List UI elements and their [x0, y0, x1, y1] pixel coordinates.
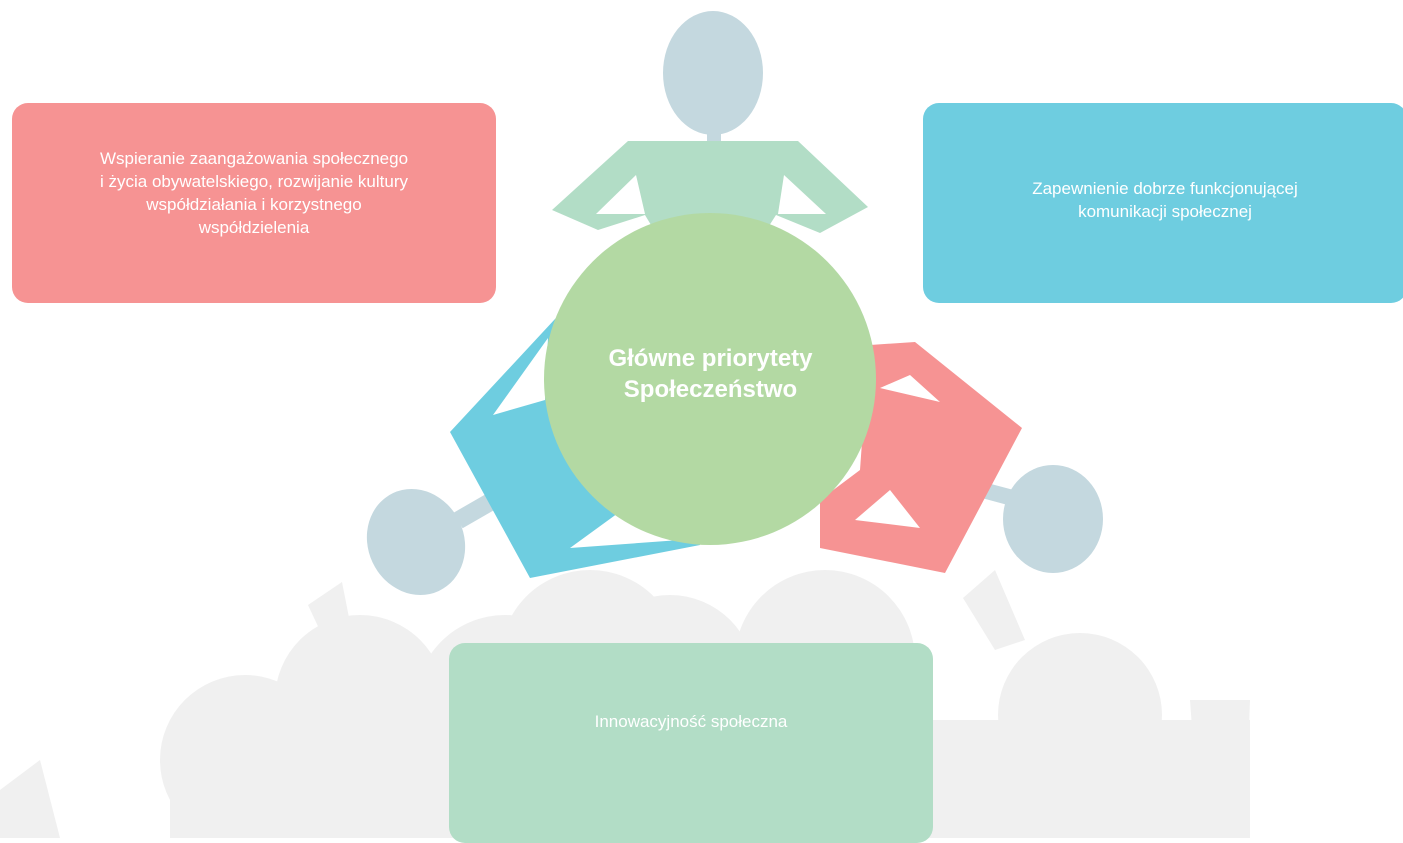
figure-right-head: [1003, 465, 1103, 573]
priority-card-right: Zapewnienie dobrze funkcjonującej komuni…: [923, 103, 1403, 303]
figure-left-head: [366, 489, 466, 595]
center-title: Główne priorytety Społeczeństwo: [608, 344, 813, 403]
priority-card-bottom-text: Innowacyjność społeczna: [594, 711, 788, 731]
priority-card-left-text: Wspieranie zaangażowania społecznego i ż…: [99, 149, 409, 237]
figure-top: [552, 11, 868, 240]
priority-card-left: Wspieranie zaangażowania społecznego i ż…: [12, 103, 496, 303]
priority-card-bottom: Innowacyjność społeczna: [449, 643, 933, 843]
center-circle: [544, 213, 876, 545]
figure-top-head: [663, 11, 763, 135]
priority-card-right-text: Zapewnienie dobrze funkcjonującej komuni…: [1032, 179, 1298, 221]
